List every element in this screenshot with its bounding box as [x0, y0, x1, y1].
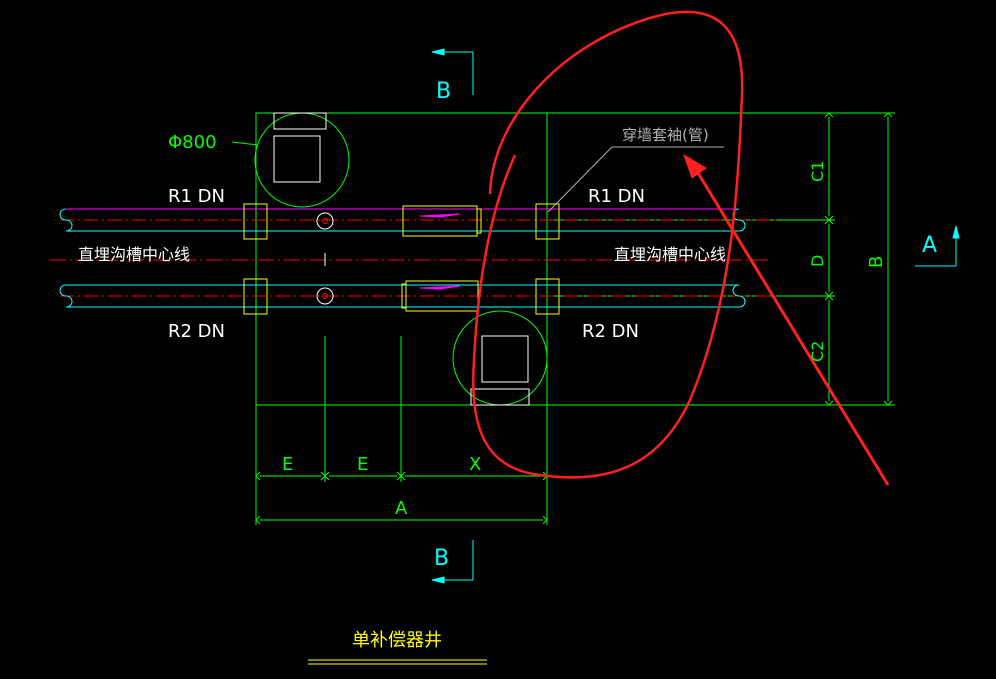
sleeve-r2-left — [243, 278, 268, 315]
sleeve-r1-right — [535, 203, 560, 240]
pipe-label-r2-right: R2 DN — [582, 321, 639, 342]
dim-ticks-bottom — [255, 471, 548, 525]
pipe-r1-break-left — [59, 208, 73, 232]
pipe-label-r2-left: R2 DN — [168, 321, 225, 342]
trench-label-right: 直埋沟槽中心线 — [614, 245, 726, 264]
section-marker-a — [915, 225, 960, 267]
dim-label-c2: C2 — [808, 341, 827, 362]
drawing-title: 单补偿器井 — [352, 630, 442, 651]
manhole-square-bottom — [481, 335, 529, 383]
valve-r2-outer — [316, 287, 334, 305]
section-label-b-top: B — [436, 79, 451, 104]
manhole-lip-bottom — [470, 388, 530, 406]
dim-label-x: X — [469, 454, 481, 475]
section-marker-b-bottom — [431, 540, 474, 584]
dim-label-d: D — [808, 255, 827, 267]
sleeve-leader-d — [547, 146, 613, 213]
pipe-label-r1-right: R1 DN — [588, 186, 645, 207]
trench-label-left: 直埋沟槽中心线 — [78, 245, 190, 264]
section-label-b-bottom: B — [434, 546, 449, 571]
section-label-a: A — [922, 233, 937, 258]
valve-r2-inner — [322, 293, 328, 299]
dim-label-a: A — [395, 498, 408, 519]
pipe-label-r1-left: R1 DN — [168, 186, 225, 207]
sleeve-r2-right — [535, 278, 560, 315]
dim-label-b: B — [866, 256, 887, 268]
manhole-lip-top — [273, 112, 327, 130]
compensator-r1-end — [476, 208, 482, 234]
sleeve-r1-left — [243, 203, 268, 240]
annotation-arrow-head — [683, 153, 707, 179]
dim-label-e1: E — [282, 454, 293, 475]
diameter-label: Φ800 — [168, 132, 217, 153]
annotation-freehand-loop — [471, 10, 744, 479]
compensator-r2-end — [401, 283, 407, 309]
pipe-r2-break-left — [59, 284, 73, 308]
annotation-arrow-shaft — [693, 167, 890, 486]
dim-label-c1: C1 — [808, 161, 827, 182]
manhole-circle-top — [254, 112, 350, 208]
compensator-r1-mark — [419, 213, 461, 218]
compensator-r2-mark — [419, 285, 461, 290]
section-marker-b-top — [431, 48, 474, 95]
sleeve-label: 穿墙套袖(管) — [622, 126, 709, 144]
dim-label-e2: E — [357, 454, 368, 475]
diameter-leader — [231, 141, 259, 146]
manhole-square-top — [273, 135, 321, 183]
valve-r1-outer — [316, 212, 334, 230]
valve-r1-inner — [322, 218, 328, 224]
manhole-circle-bottom — [452, 310, 548, 406]
pipe-r2-break-right — [732, 284, 746, 308]
dim-ticks-right — [824, 112, 893, 406]
